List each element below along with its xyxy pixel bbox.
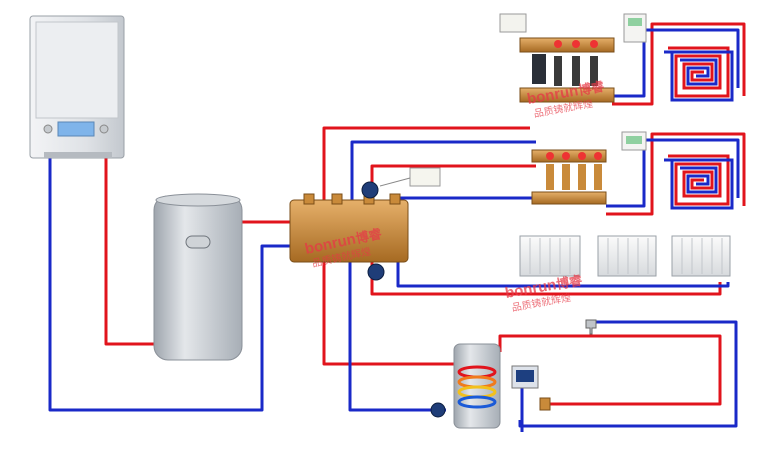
return-pipe-manifold-upper (350, 140, 536, 200)
return-pipe-dhw (348, 262, 446, 412)
coil-turn (457, 395, 497, 409)
supply-pipe-manifold-upper (322, 126, 530, 200)
mixing-valve-icon (361, 181, 379, 199)
floor-heating-coil-lower (664, 154, 734, 210)
manifold-upper-out-supply (612, 22, 746, 106)
floor-heating-coil-return (664, 158, 734, 210)
boiler-display-icon (57, 121, 95, 137)
boiler-front-panel (35, 21, 119, 119)
watermark-cn: 博睿 (577, 78, 606, 97)
floor-heating-coil-upper (664, 46, 734, 102)
return-pipe-boiler (48, 158, 290, 412)
pump-icon (430, 402, 446, 418)
cold-water-loop (518, 320, 738, 428)
watermark-cn: 博睿 (555, 272, 584, 291)
watermark-cn: 博睿 (354, 226, 384, 246)
buffer-tank (153, 193, 243, 361)
floor-heating-coil-icon (668, 46, 730, 98)
floor-heating-coil-icon (668, 154, 730, 206)
manifold-lower-out-supply (606, 132, 746, 216)
radiator-1 (519, 235, 581, 277)
hydraulic-separator (289, 167, 441, 281)
radiator-icon (597, 235, 657, 277)
radiator-icon (671, 235, 731, 277)
supply-pipe-boiler (104, 158, 156, 346)
water-tap-icon (585, 319, 597, 335)
return-pipe-manifold-lower (396, 196, 540, 222)
underfloor-manifold-upper (499, 13, 647, 103)
pump-icon (367, 263, 385, 281)
supply-pipe-dhw (322, 262, 454, 366)
boiler-knob-icon (43, 124, 53, 134)
return-pipe-radiators (396, 258, 730, 288)
radiators (519, 235, 731, 277)
boiler-knob-icon (99, 124, 109, 134)
wall-hung-boiler (29, 15, 125, 159)
floor-heating-coil-return (664, 50, 734, 102)
radiator-2 (597, 235, 657, 277)
underfloor-manifold-icon (519, 37, 615, 53)
buffer-tank-icon (153, 195, 243, 361)
hydraulic-separator-icon (289, 199, 409, 263)
valve-controller-icon (409, 167, 441, 187)
hot-water-loop (498, 334, 722, 406)
dhw-cylinder (430, 319, 597, 429)
underfloor-manifold-lower (531, 131, 647, 205)
radiator-3 (671, 235, 731, 277)
room-thermostat-icon (499, 13, 527, 33)
tank-label-plate-icon (185, 235, 211, 249)
